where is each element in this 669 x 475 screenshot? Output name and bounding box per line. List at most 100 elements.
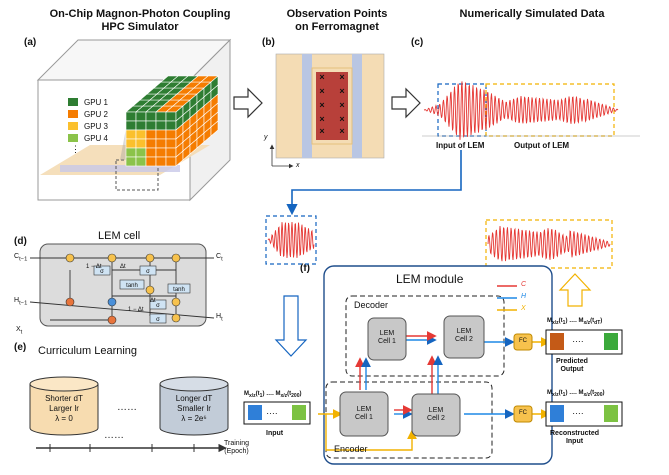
t-sub-dt: dT — [594, 320, 601, 327]
gpu-cell — [125, 138, 137, 149]
panel-e-label: (e) — [14, 342, 27, 353]
h-next-label: Ht — [216, 313, 223, 323]
dt-label-3: Δt — [150, 298, 156, 304]
gpu-cell — [165, 147, 177, 158]
c-prev-label: Ct−1 — [14, 253, 28, 263]
observation-points: ×××××××××× — [319, 72, 344, 136]
lem-op-label: σ — [146, 269, 150, 275]
module-connections — [318, 331, 551, 451]
lem-op-box — [119, 279, 145, 290]
decoder-cell-1 — [367, 317, 407, 361]
lem-op-node — [107, 297, 117, 307]
recon-vector-dots: …. — [572, 406, 584, 416]
recon-vector-header: Mx/z(t1) …. Mx/z(t200) — [547, 390, 605, 399]
observation-point-mark: × — [339, 126, 344, 136]
gpu-legend-label: GPU 4 — [84, 134, 109, 143]
m-sub-3: x/z — [552, 320, 559, 327]
panel-c-label: (c) — [411, 37, 424, 48]
m-sub-6: x/z — [583, 392, 591, 399]
legend-x: X — [521, 305, 526, 312]
encoder-label: Encoder — [334, 444, 368, 454]
input-waveform — [267, 221, 315, 259]
gpu-cell — [155, 129, 167, 140]
observation-title: Observation Points on Ferromagnet — [286, 8, 388, 33]
observation-point-mark: × — [319, 126, 324, 136]
m-sub-5: x/z — [552, 392, 559, 399]
dt-label-4: 1 − Δt — [128, 307, 144, 313]
c-next-label: Ct — [216, 253, 223, 263]
input-dots: …. — [266, 391, 274, 397]
x-input-label: Xt — [16, 326, 23, 336]
lem-op-node — [107, 315, 117, 325]
reconstructed-vector — [545, 401, 623, 427]
lem-op-label: tanh — [173, 287, 185, 293]
gpu-cell — [165, 138, 177, 149]
curr-left-3: λ = 0 — [55, 414, 73, 423]
gpu-cell — [165, 129, 177, 140]
pred-dots: …. — [569, 318, 577, 324]
observation-point-mark: × — [319, 86, 324, 96]
gpu-cell — [145, 120, 157, 131]
output-of-lem-label: Output of LEM — [514, 141, 570, 150]
dt-label-1: 1 − Δt — [86, 264, 102, 270]
t-sub-1: 1 — [259, 393, 263, 400]
curr-left-1: Shorter dT — [45, 394, 83, 403]
gpu-cell — [155, 156, 167, 167]
encoder-cell-1 — [339, 391, 389, 437]
encoder-cell-2 — [411, 393, 461, 437]
lem-op-box — [167, 283, 191, 294]
fc-bottom — [513, 405, 533, 423]
gpu-cell — [125, 147, 137, 158]
gpu-cell — [135, 129, 147, 140]
lem-op-node — [171, 313, 181, 323]
curriculum-right-db — [159, 376, 229, 436]
cropped-output-window — [485, 219, 613, 269]
observation-point-mark: × — [339, 100, 344, 110]
lem-op-node — [107, 253, 117, 263]
pred-vector-dots: …. — [572, 334, 584, 344]
lem-op-node — [171, 253, 181, 263]
gpu-cell — [210, 120, 219, 137]
encoder-box — [325, 381, 493, 459]
observation-point-mark: × — [339, 86, 344, 96]
gpu-legend-swatch — [68, 98, 78, 106]
curr-right-3: λ = 2e⁶ — [181, 414, 207, 423]
curr-left-2: Larger lr — [49, 404, 79, 413]
gpu-cell — [155, 111, 167, 122]
gpu-cell — [125, 129, 137, 140]
lem-op-label: σ — [156, 317, 160, 323]
gpu-legend-swatch — [68, 122, 78, 130]
cropped-input-window — [265, 215, 317, 265]
curriculum-left-db — [29, 376, 99, 436]
encoder-cell-1-label: LEM Cell 1 — [355, 406, 373, 421]
lem-op-node — [145, 285, 155, 295]
lem-op-node — [171, 297, 181, 307]
h-prev-label: Ht−1 — [14, 297, 28, 307]
curr-right-1: Longer dT — [175, 394, 213, 403]
input-connector — [286, 150, 462, 216]
gpu-cell — [135, 156, 147, 167]
h-next-sub: t — [221, 316, 223, 323]
simulator-title: On-Chip Magnon-Photon Coupling HPC Simul… — [49, 8, 231, 33]
observation-point-mark: × — [319, 100, 324, 110]
gpu-cell — [155, 138, 167, 149]
lem-op-box — [139, 265, 157, 276]
gpu-cell — [125, 120, 137, 131]
recon-dots: …. — [569, 390, 577, 396]
m-sub-4: x/z — [583, 320, 591, 327]
gpu-cube — [125, 75, 219, 167]
curriculum-title: Curriculum Learning — [38, 345, 138, 357]
curr-right-2: Smaller lr — [177, 404, 211, 413]
gpu-cell — [145, 129, 157, 140]
gpu-legend-more: ⋮ — [71, 144, 80, 154]
gpu-cell — [145, 156, 157, 167]
observation-point-mark: × — [339, 72, 344, 82]
fc-top-label: FC — [519, 338, 527, 344]
input-vector — [243, 401, 311, 425]
gpu-cell — [165, 156, 177, 167]
decoder-box — [345, 295, 505, 377]
lem-cell-title: LEM cell — [98, 230, 141, 242]
lem-module-title: LEM module — [396, 272, 464, 286]
